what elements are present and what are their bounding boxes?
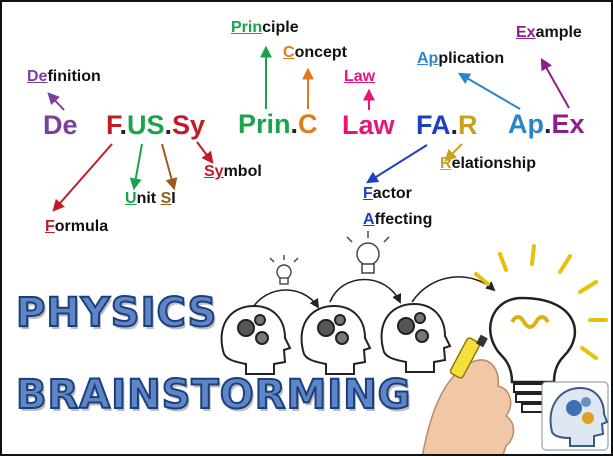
- arrow-ex-example: [540, 57, 570, 109]
- abbr-far: FA.R: [416, 110, 478, 140]
- head-gears-icon: [380, 302, 452, 373]
- small-bulb-icon: [346, 231, 390, 274]
- small-bulb-icon: [269, 255, 299, 285]
- abbr-apex: Ap.Ex: [508, 109, 585, 139]
- hand-with-marker-icon: [422, 334, 515, 454]
- arrow-idea-flow-2: [329, 278, 402, 304]
- label-concept: Concept: [283, 44, 348, 61]
- arrow-u-unit: [129, 143, 143, 191]
- head-gears-icon: [300, 304, 372, 375]
- arrow-f-formula: [52, 143, 113, 212]
- arrow-ap-application: [457, 72, 521, 110]
- label-symbol: Symbol: [204, 163, 262, 180]
- arrow-fa-factor: [365, 144, 428, 184]
- label-formula: Formula: [45, 218, 109, 235]
- abbr-fussy: F.US.Sy: [106, 110, 206, 140]
- head-gears-icon: [220, 304, 292, 375]
- head-gears-badge-icon: [541, 381, 609, 451]
- arrow-de-definition: [47, 92, 65, 111]
- label-affecting: Affecting: [363, 211, 433, 228]
- label-relationship: Relationship: [440, 155, 537, 172]
- headline-brainstorming: BRAINSTORMING: [15, 371, 412, 419]
- label-unit-si: Unit SI: [125, 190, 176, 207]
- label-principle: Principle: [231, 19, 299, 36]
- abbr-law: Law: [342, 110, 395, 140]
- arrow-r-relationship: [444, 143, 463, 162]
- label-law: Law: [344, 68, 376, 85]
- label-example: Example: [516, 24, 582, 41]
- label-definition: Definition: [27, 68, 101, 85]
- abbr-princ: Prin.C: [238, 109, 318, 139]
- arrow-s-si: [161, 143, 178, 191]
- abbr-de: De: [43, 110, 78, 140]
- large-light-bulb-icon: [474, 244, 608, 413]
- headline-physics: PHYSICS: [15, 289, 218, 337]
- label-factor: Factor: [363, 185, 412, 202]
- label-application: Application: [417, 50, 505, 67]
- arrow-sy-symbol: [196, 141, 214, 164]
